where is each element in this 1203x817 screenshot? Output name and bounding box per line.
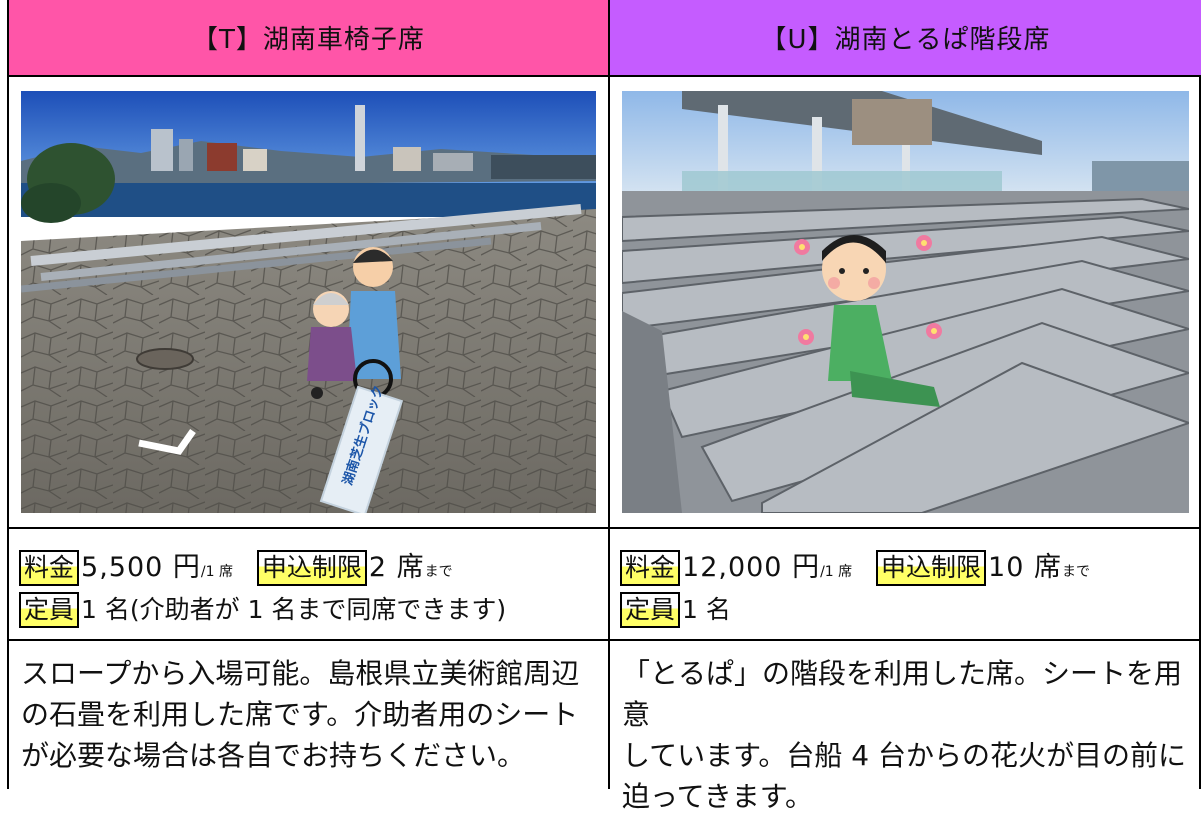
seat-header-t: 【T】湖南車椅子席 [9,0,608,75]
limit-tag: 申込制限 [876,550,987,586]
stair-seat-illustration [622,91,1189,513]
price-value: 12,000 円 [682,552,821,583]
description-text: 「とるぱ」の階段を利用した席。シートを用意 しています。台船 4 台からの花火が… [622,657,1186,813]
seat-description-u: 「とるぱ」の階段を利用した席。シートを用意 しています。台船 4 台からの花火が… [610,641,1201,813]
capacity-tag: 定員 [620,592,681,628]
limit-value: 2 席 [368,552,425,583]
seat-info-table: 【T】湖南車椅子席 [7,0,1201,813]
price-tag: 料金 [19,550,80,586]
seat-column-t: 【T】湖南車椅子席 [9,0,608,789]
row-divider [9,639,1199,641]
wheelchair-seat-illustration: 湖南芝生ブロック [21,91,596,513]
capacity-tag: 定員 [19,592,80,628]
wheelchair-seat-photo: 湖南芝生ブロック [21,91,596,513]
price-tag: 料金 [620,550,681,586]
column-divider [608,0,610,789]
limit-unit: まで [424,564,453,580]
capacity-value: 1 名(介助者が 1 名まで同席できます) [81,595,507,624]
price-value: 5,500 円 [81,552,201,583]
price-unit: /1 席 [200,564,233,580]
stair-seat-photo [622,91,1189,513]
price-unit: /1 席 [820,564,853,580]
limit-value: 10 席 [988,552,1062,583]
limit-tag: 申込制限 [256,550,367,586]
photo-cell-t: 湖南芝生ブロック [9,77,608,527]
row-divider [9,527,1199,529]
description-text: スロープから入場可能。島根県立美術館周辺 の石畳を利用した席です。介助者用のシー… [21,657,580,772]
seat-description-t: スロープから入場可能。島根県立美術館周辺 の石畳を利用した席です。介助者用のシー… [9,641,608,789]
capacity-value: 1 名 [682,595,731,624]
row-divider [9,75,1199,77]
limit-unit: まで [1061,564,1090,580]
seat-header-u: 【U】湖南とるぱ階段席 [610,0,1201,75]
photo-cell-u [610,77,1201,527]
seat-column-u: 【U】湖南とるぱ階段席 [610,0,1201,813]
